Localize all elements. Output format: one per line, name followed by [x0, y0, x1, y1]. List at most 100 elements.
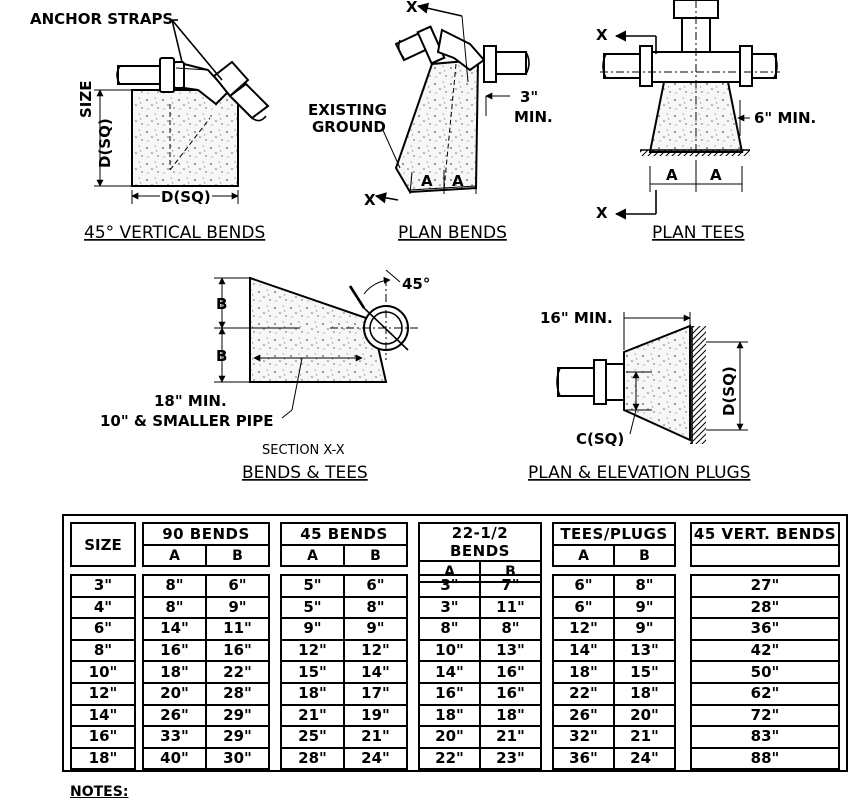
ten-smaller-label: 10" & SMALLER PIPE: [100, 412, 274, 430]
table-cell-tees: 18": [613, 681, 676, 706]
bend45-col-a: A: [280, 544, 345, 567]
table-row: 16": [70, 725, 136, 749]
table-row: 18"17": [280, 681, 408, 706]
plan-bends-a-2: A: [452, 172, 464, 190]
table-row: 27": [690, 574, 840, 598]
table-cell-bend45: 9": [280, 617, 345, 641]
table-cell-bend90: 6": [205, 574, 270, 598]
bend90-header: 90 BENDS A B: [142, 522, 270, 567]
plan-tees-title: PLAN TEES: [652, 223, 745, 243]
section-xx-label: SECTION X-X: [262, 443, 345, 458]
table-cell-bend22: 16": [479, 660, 542, 684]
table-row: 14"11": [142, 617, 270, 641]
table-cell-bend22: 8": [418, 617, 481, 641]
table-cell-bend45: 21": [343, 725, 408, 749]
table-row: 12"12": [280, 638, 408, 663]
table-cell-vert: 72": [690, 703, 840, 728]
thrust-block-details-drawing: ANCHOR STRAPS D(SQ) SIZE D(SQ) 45° VERTI…: [30, 0, 816, 483]
b-label-upper: B: [216, 295, 227, 313]
anchor-strap: [171, 19, 223, 81]
table-cell-bend90: 22": [205, 660, 270, 684]
table-cell-bend90: 30": [205, 746, 270, 771]
table-cell-vert: 62": [690, 681, 840, 706]
bends-tees-section-detail: 45° B B 18" MIN. 10" & SMALLER PIPE SECT…: [100, 269, 430, 483]
table-row: 28": [690, 595, 840, 620]
table-cell-bend45: 18": [280, 681, 345, 706]
size-label: SIZE: [77, 80, 95, 118]
table-row: 22"18": [552, 681, 676, 706]
plugs-title: PLAN & ELEVATION PLUGS: [528, 463, 751, 483]
table-cell-bend22: 14": [418, 660, 481, 684]
table-row: 14"16": [418, 660, 542, 684]
table-cell-tees: 6": [552, 595, 615, 620]
table-cell-tees: 22": [552, 681, 615, 706]
min-label: MIN.: [514, 108, 553, 126]
table-cell-size: 8": [70, 638, 136, 663]
table-row: 62": [690, 681, 840, 706]
notes-label: NOTES:: [70, 784, 129, 800]
sixteen-min-label: 16" MIN.: [540, 309, 613, 327]
table-cell-tees: 9": [613, 617, 676, 641]
table-cell-bend45: 17": [343, 681, 408, 706]
table-row: 42": [690, 638, 840, 663]
bend22-columns: 3"7"3"11"8"8"10"13"14"16"16"16"18"18"20"…: [418, 574, 542, 771]
three-inch-label: 3": [520, 88, 538, 106]
table-cell-size: 4": [70, 595, 136, 620]
table-row: 15"14": [280, 660, 408, 684]
table-cell-vert: 28": [690, 595, 840, 620]
table-cell-bend22: 23": [479, 746, 542, 771]
tees-columns: 6"8"6"9"12"9"14"13"18"15"22"18"26"20"32"…: [552, 574, 676, 771]
table-row: 50": [690, 660, 840, 684]
bend90-col-b: B: [205, 544, 270, 567]
bend45-columns: 5"6"5"8"9"9"12"12"15"14"18"17"21"19"25"2…: [280, 574, 408, 771]
thrust-block: [394, 58, 480, 194]
table-cell-bend90: 20": [142, 681, 207, 706]
table-cell-bend22: 3": [418, 574, 481, 598]
table-row: 18"18": [418, 703, 542, 728]
table-cell-bend45: 25": [280, 725, 345, 749]
plan-bends-detail: X X EXISTING GROUND 3" MIN. A A PLAN BEN…: [308, 0, 553, 243]
table-cell-bend90: 40": [142, 746, 207, 771]
bend90-columns: 8"6"8"9"14"11"16"16"18"22"20"28"26"29"33…: [142, 574, 270, 771]
table-cell-bend90: 11": [205, 617, 270, 641]
tees-title: TEES/PLUGS: [552, 522, 676, 546]
table-cell-bend45: 8": [343, 595, 408, 620]
table-cell-bend90: 8": [142, 574, 207, 598]
table-cell-bend45: 5": [280, 595, 345, 620]
table-cell-vert: 27": [690, 574, 840, 598]
table-cell-bend90: 28": [205, 681, 270, 706]
table-row: 88": [690, 746, 840, 771]
table-cell-size: 6": [70, 617, 136, 641]
table-row: 8": [70, 638, 136, 663]
plan-tees-a-2: A: [710, 166, 722, 184]
table-cell-bend45: 24": [343, 746, 408, 771]
bend22-title: 22-1/2 BENDS: [418, 522, 542, 562]
table-row: 16"16": [142, 638, 270, 663]
vert-col: [690, 544, 840, 567]
table-row: 6"9": [552, 595, 676, 620]
plug-d-sq-label: D(SQ): [720, 366, 738, 416]
table-row: 3": [70, 574, 136, 598]
table-row: 4": [70, 595, 136, 620]
table-cell-bend22: 10": [418, 638, 481, 663]
table-row: 16"16": [418, 681, 542, 706]
table-cell-bend22: 22": [418, 746, 481, 771]
table-row: 10": [70, 660, 136, 684]
tees-col-a: A: [552, 544, 615, 567]
table-row: 33"29": [142, 725, 270, 749]
thrust-block: [623, 324, 691, 442]
table-cell-tees: 13": [613, 638, 676, 663]
table-cell-vert: 42": [690, 638, 840, 663]
table-row: 28"24": [280, 746, 408, 771]
table-cell-bend45: 12": [343, 638, 408, 663]
table-row: 26"20": [552, 703, 676, 728]
table-cell-bend22: 11": [479, 595, 542, 620]
table-row: 14"13": [552, 638, 676, 663]
vertical-d-label: D(SQ): [96, 118, 114, 168]
vertical-bends-title: 45° VERTICAL BENDS: [84, 223, 265, 243]
table-cell-bend45: 15": [280, 660, 345, 684]
horizontal-d-label: D(SQ): [161, 188, 211, 206]
plan-tees-a-1: A: [666, 166, 678, 184]
table-cell-size: 10": [70, 660, 136, 684]
table-cell-bend45: 9": [343, 617, 408, 641]
